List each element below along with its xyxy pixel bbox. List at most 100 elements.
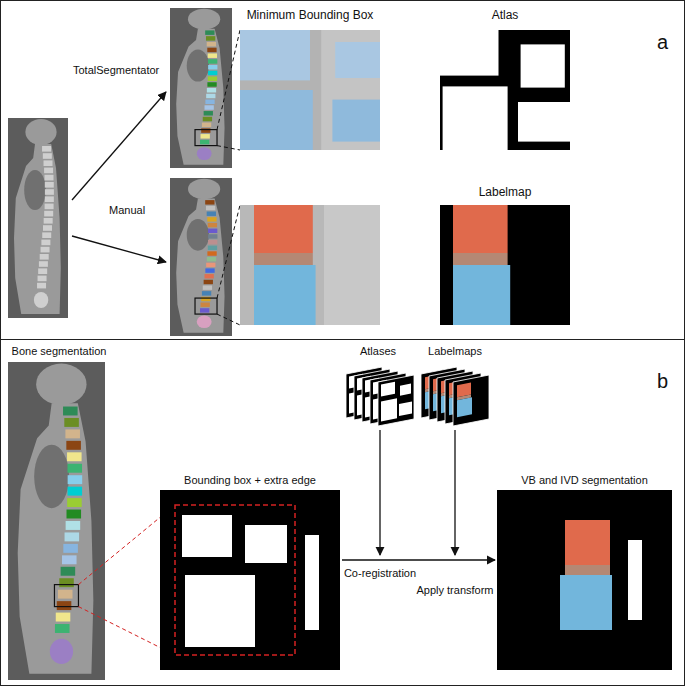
- image-title: VB and IVD segmentation: [495, 474, 674, 486]
- segment-region: [254, 205, 313, 253]
- vertebra: [45, 196, 54, 202]
- vertebra: [208, 234, 217, 238]
- card-region: [381, 382, 395, 397]
- image-title: Bone segmentation: [4, 345, 114, 357]
- image-title: Minimum Bounding Box: [235, 8, 385, 22]
- vertebra: [207, 82, 216, 86]
- ct-body: [18, 403, 94, 673]
- card-background: [378, 375, 414, 426]
- intervertebral-disc: [565, 565, 610, 575]
- atlas-region: [443, 86, 508, 150]
- vertebra: [205, 30, 214, 34]
- ct-background: [170, 178, 232, 336]
- image-panel: Minimum Bounding Box: [235, 8, 385, 152]
- panel-letter: b: [1, 370, 684, 393]
- ct-lung: [187, 50, 209, 82]
- vertebra: [205, 105, 214, 109]
- vertebra: [64, 418, 79, 427]
- ct-head: [36, 364, 86, 405]
- vertebra: [62, 555, 77, 564]
- image-panel: Bone segmentation: [4, 345, 114, 682]
- vertebra: [206, 206, 215, 210]
- vertebra: [200, 140, 209, 144]
- vertebra: [45, 204, 54, 210]
- ct-body: [176, 29, 224, 165]
- vertebra: [206, 36, 215, 40]
- method-label: Manual: [108, 204, 146, 216]
- bounding-box-outline: [175, 505, 295, 655]
- stack-card: [378, 375, 414, 426]
- vertebra: [63, 544, 78, 553]
- vertebra: [67, 452, 82, 461]
- vertebra: [44, 168, 53, 174]
- vertebra: [205, 268, 214, 272]
- vertebra: [205, 274, 214, 278]
- vertebra: [204, 111, 213, 115]
- vertebra: [39, 261, 48, 267]
- atlas-region: [518, 102, 570, 142]
- vertebra: [202, 123, 211, 127]
- result-image: [497, 490, 672, 670]
- bone-mask: [628, 540, 642, 620]
- vertebra: [41, 247, 50, 253]
- vertebra: [37, 283, 46, 289]
- vertebra: [205, 200, 214, 204]
- method-label: Apply transform: [415, 584, 494, 596]
- zoom-leader: [217, 146, 240, 150]
- card-region: [400, 384, 411, 396]
- vertebra: [200, 308, 209, 312]
- vertebra: [65, 429, 80, 438]
- labelmap-region: [453, 205, 508, 253]
- segment-region: [254, 253, 313, 265]
- roi-box: [195, 298, 217, 314]
- image-title: Atlases: [340, 345, 416, 357]
- vertebra: [38, 268, 47, 274]
- result-background: [497, 490, 672, 670]
- vertebra: [207, 48, 216, 52]
- vertebra: [41, 240, 50, 246]
- image-panel: VB and IVD segmentation: [495, 474, 674, 672]
- ct-image: [8, 118, 68, 318]
- ct-body: [176, 199, 224, 333]
- mask-background: [160, 490, 340, 670]
- ct-head: [25, 119, 56, 145]
- card-region: [399, 401, 412, 416]
- method-arrow: [72, 92, 166, 200]
- vertebra: [201, 303, 210, 307]
- vertebra: [45, 182, 54, 188]
- image-title: Atlas: [435, 8, 575, 22]
- vertebra: [68, 487, 83, 496]
- zoom-background: [240, 205, 380, 325]
- vertebra: [202, 291, 211, 295]
- vertebra: [44, 160, 53, 166]
- vertebra: [201, 128, 210, 132]
- ct-body: [14, 144, 61, 314]
- labelmap-stack: [421, 367, 489, 426]
- vertebra: [207, 88, 216, 92]
- ct-head: [188, 9, 220, 30]
- image-panel: Atlas: [435, 8, 575, 152]
- zoom-image: [240, 205, 380, 325]
- zoom-leader: [217, 205, 240, 298]
- labelmap-background: [440, 205, 570, 325]
- vertebra: [208, 223, 217, 227]
- vertebra: [206, 263, 215, 267]
- image-title: Bounding box + extra edge: [158, 474, 342, 486]
- image-panel: Atlases: [340, 345, 416, 427]
- vertebra: [203, 285, 212, 289]
- ct-background: [170, 8, 232, 168]
- labelmap-region: [453, 265, 510, 325]
- roi-box: [195, 130, 217, 146]
- flow-arrow: [342, 559, 495, 560]
- ct-lung: [187, 219, 209, 251]
- image-title: Labelmaps: [417, 345, 493, 357]
- sacrum: [197, 315, 212, 328]
- vertebra: [66, 521, 81, 530]
- segment-region: [240, 90, 313, 150]
- card-background: [453, 375, 489, 426]
- vertebra: [207, 42, 216, 46]
- image-title: Labelmap: [435, 185, 575, 199]
